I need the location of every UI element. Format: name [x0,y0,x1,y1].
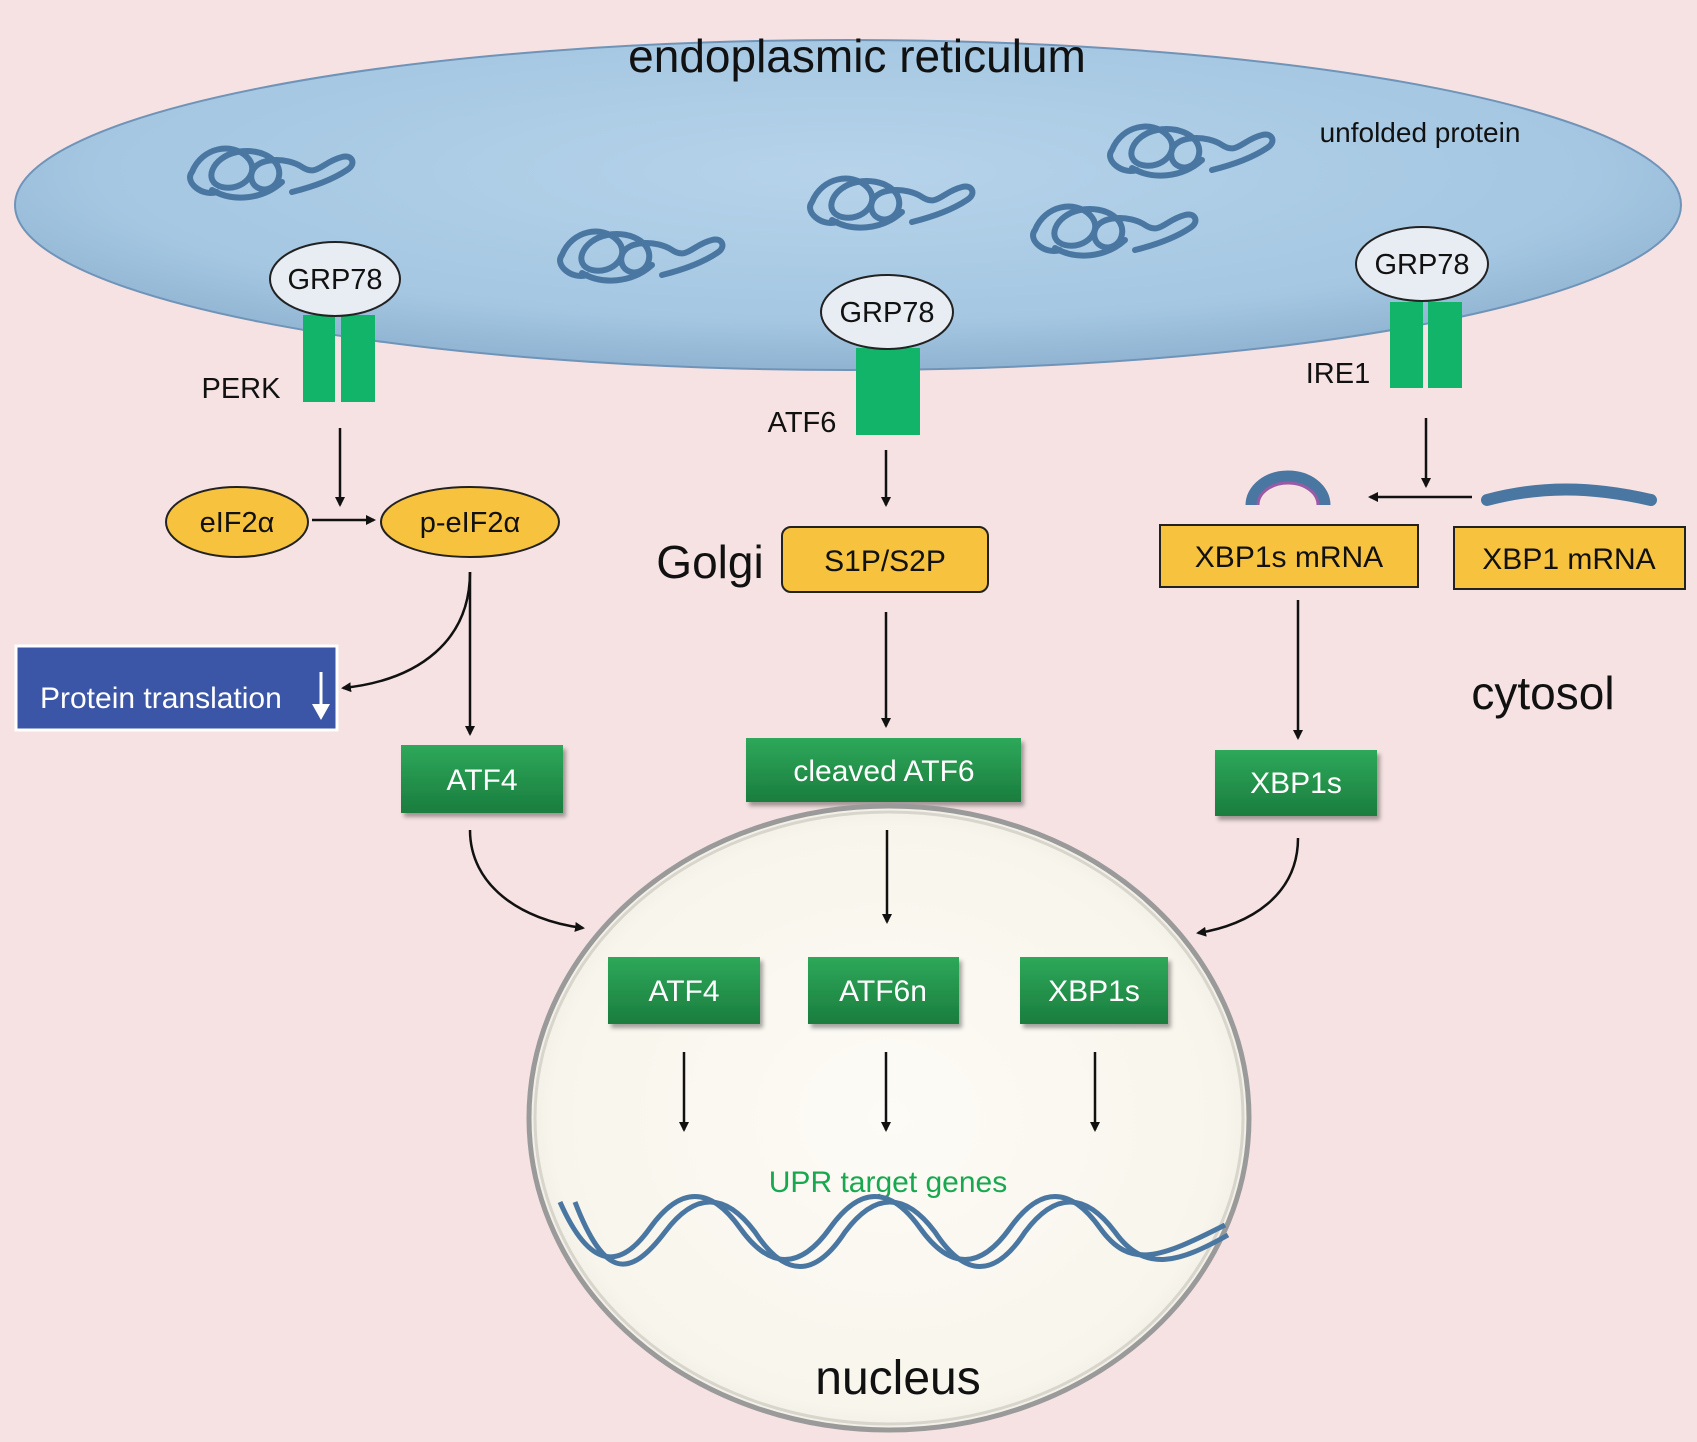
grp78-atf6-label: GRP78 [839,297,934,329]
ire1-sensor-left [1390,302,1423,388]
xbp1s-cytosol-label: XBP1s [1250,767,1342,800]
cytosol-label: cytosol [1471,667,1614,719]
unfolded-protein-label: unfolded protein [1320,117,1521,148]
er-membrane [14,39,1682,371]
grp78-perk [269,241,401,317]
spliced-mrna-icon [1245,470,1331,506]
arrow-peif2a-to-translation [341,571,472,693]
xbp1s-nucleus-box [1020,957,1168,1024]
atf4-nucleus-box [608,957,760,1024]
perk-label: PERK [202,373,282,405]
xbp1s-cytosol-box [1215,750,1377,816]
nucleus-inner-rim [533,810,1245,1426]
xbp1s-nucleus-label: XBP1s [1048,975,1140,1008]
s1p-s2p-label: S1P/S2P [824,545,946,578]
eif2a-label: eIF2α [200,507,275,539]
golgi-label: Golgi [656,536,763,588]
protein-translation-label: Protein translation [40,682,282,715]
xbp1-mrna-label: XBP1 mRNA [1482,543,1655,576]
xbp1s-mrna-label: XBP1s mRNA [1195,541,1383,574]
arrow-xbp1s-to-nucleus [1196,837,1300,937]
perk-sensor-right [341,315,375,402]
atf6n-nucleus-box [808,957,959,1024]
s1p-s2p-box [781,526,989,593]
cleaved-atf6-box [746,738,1021,802]
nucleus-label: nucleus [815,1352,980,1405]
grp78-ire1 [1355,226,1489,302]
protein-translation-box [14,644,339,732]
atf6-label: ATF6 [768,407,837,439]
atf6n-nucleus-label: ATF6n [839,975,927,1008]
arrow-atf4-to-nucleus [468,829,585,932]
unspliced-mrna-icon [1481,483,1657,506]
atf4-nucleus-label: ATF4 [648,975,719,1008]
cleaved-atf6-label: cleaved ATF6 [793,755,974,788]
xbp1-mrna-box [1453,526,1686,590]
xbp1s-mrna-box [1159,524,1419,588]
decrease-arrowhead-icon [312,704,330,720]
grp78-atf6 [820,274,954,350]
atf4-cytosol-box [401,745,563,813]
perk-sensor-left [303,315,335,402]
p-eif2a-label: p-eIF2α [420,507,521,539]
ire1-sensor-right [1428,302,1462,388]
eif2a-node [165,486,309,558]
nucleus-envelope [526,803,1252,1433]
er-label: endoplasmic reticulum [628,30,1086,82]
atf4-cytosol-label: ATF4 [446,764,517,797]
ire1-label: IRE1 [1306,358,1370,390]
atf6-sensor [856,348,920,435]
grp78-perk-label: GRP78 [287,264,382,296]
grp78-ire1-label: GRP78 [1374,249,1469,281]
dna-helix-icon [557,1194,1230,1269]
spliced-intron-icon [1256,481,1320,506]
p-eif2a-node [380,486,560,558]
upr-target-genes-label: UPR target genes [769,1166,1007,1199]
